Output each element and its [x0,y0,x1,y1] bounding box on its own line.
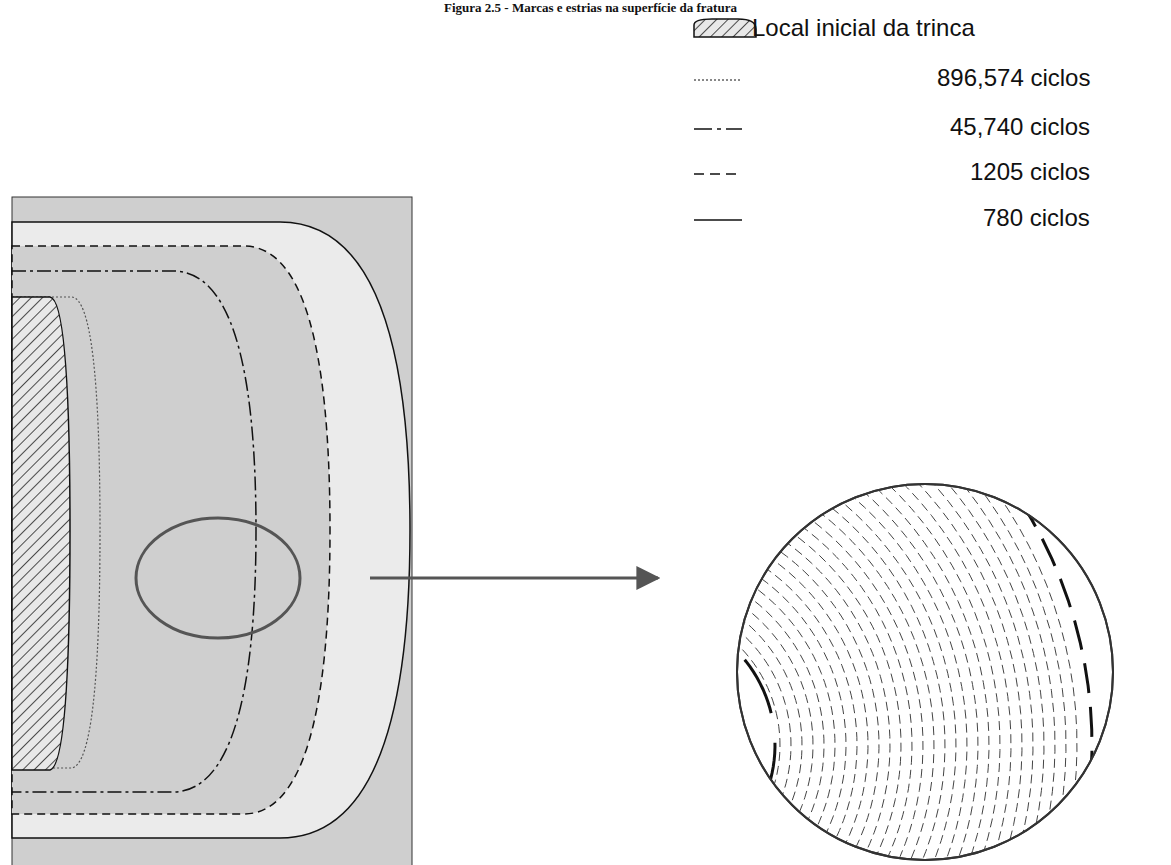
striation [731,340,1055,865]
striation [707,447,945,865]
striation [714,415,978,865]
striation [700,480,912,865]
striation [695,501,890,865]
figure-title: Figura 2.5 - Marcas e estrias na superfí… [444,0,737,16]
striation [702,469,923,865]
beach-mark [670,613,775,821]
striation [673,598,791,831]
beach-mark [739,304,1092,865]
beach-mark-1205 [12,246,330,814]
legend-samples [694,19,756,220]
legend-label: 780 ciclos [983,204,1090,232]
legend-sample [694,80,742,81]
legend-label: Local inicial da trinca [752,14,975,42]
striation [736,319,1077,865]
legend-label: 1205 ciclos [970,158,1090,186]
striations [670,304,1092,865]
striation [716,404,989,865]
striation [733,329,1066,865]
striation [690,523,868,865]
beach-mark-45740 [12,271,256,792]
legend-label: 896,574 ciclos [937,64,1090,92]
detail-ellipse [136,518,300,638]
striation [719,394,1000,865]
striation [692,512,879,865]
striation [688,533,857,865]
striation [675,587,802,837]
striation [721,383,1011,865]
striation [685,544,846,861]
striation [709,437,956,865]
legend-sample [694,19,756,37]
striation [680,565,824,848]
final-zone [12,222,410,838]
striation [724,372,1022,865]
legend-sample [694,128,742,130]
crack-origin [12,297,70,770]
legend-sample [694,173,742,175]
legend-sample [694,219,742,221]
specimen-section [12,197,412,865]
striation [683,555,835,855]
striation [704,458,934,865]
magnified-border [737,484,1113,860]
striation [726,362,1033,865]
striation [712,426,967,865]
legend-label: 45,740 ciclos [950,113,1090,141]
striation [697,490,901,865]
detail-arrow [370,577,658,580]
